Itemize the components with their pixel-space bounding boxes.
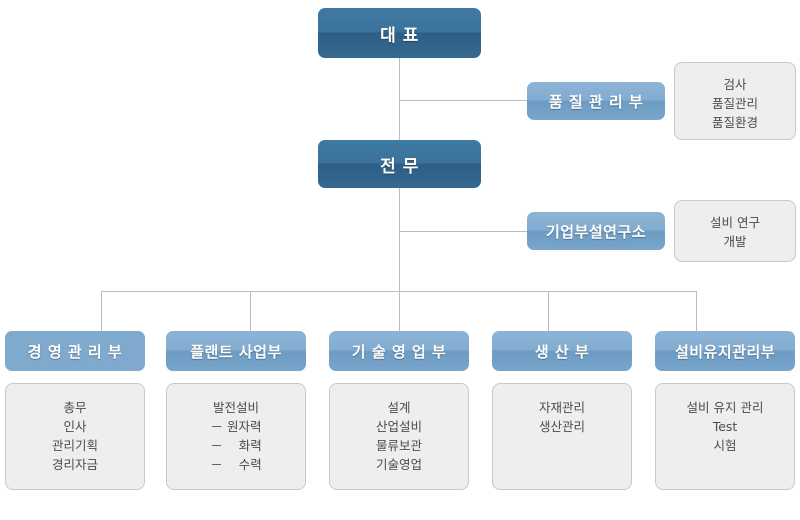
detail-row: 산업설비	[375, 419, 422, 434]
detail-row: 자재관리	[538, 400, 585, 415]
detail-row: 기술영업	[375, 457, 422, 472]
detail-management-admin-dept: 총무 인사 관리기획 경리자금	[5, 383, 145, 490]
detail-row: 생산관리	[538, 419, 585, 434]
connector-drop-dept-4	[548, 291, 549, 331]
node-plant-business-dept[interactable]: 플랜트 사업부	[166, 331, 306, 371]
detail-row: － 수력	[210, 457, 262, 472]
detail-plant-business-dept: 발전설비 － 원자력 － 화력 － 수력	[166, 383, 306, 490]
connector-drop-dept-5	[696, 291, 697, 331]
detail-row: － 원자력	[210, 419, 262, 434]
connector-drop-dept-3	[399, 291, 400, 331]
detail-row: 총무	[63, 400, 87, 415]
detail-row: 시험	[713, 438, 737, 453]
detail-row: 개발	[723, 234, 747, 249]
detail-row: － 화력	[210, 438, 262, 453]
connector-trunk-ceo-to-md	[399, 58, 400, 108]
detail-row: 검사	[723, 77, 747, 92]
detail-row: 물류보관	[375, 438, 422, 453]
detail-row: 품질환경	[711, 115, 758, 130]
node-quality-control-dept[interactable]: 품 질 관 리 부	[527, 82, 665, 120]
node-research-institute[interactable]: 기업부설연구소	[527, 212, 665, 250]
node-facility-maintenance-dept[interactable]: 설비유지관리부	[655, 331, 795, 371]
connector-trunk-md-to-bus	[399, 188, 400, 292]
detail-row: 설비 유지 관리	[686, 400, 764, 415]
detail-row: 경리자금	[51, 457, 98, 472]
detail-row: Test	[712, 419, 738, 434]
detail-row: 설계	[387, 400, 411, 415]
connector-drop-dept-2	[250, 291, 251, 331]
node-managing-director[interactable]: 전 무	[318, 140, 481, 188]
detail-row: 설비 연구	[710, 215, 760, 230]
node-production-dept[interactable]: 생 산 부	[492, 331, 632, 371]
connector-branch-to-research	[399, 231, 527, 232]
detail-row: 발전설비	[212, 400, 259, 415]
node-technical-sales-dept[interactable]: 기 술 영 업 부	[329, 331, 469, 371]
detail-row: 관리기획	[51, 438, 98, 453]
connector-branch-to-quality	[399, 100, 527, 101]
detail-research-institute: 설비 연구 개발	[674, 200, 796, 262]
detail-technical-sales-dept: 설계 산업설비 물류보관 기술영업	[329, 383, 469, 490]
detail-facility-maintenance-dept: 설비 유지 관리 Test 시험	[655, 383, 795, 490]
detail-row: 품질관리	[711, 96, 758, 111]
detail-production-dept: 자재관리 생산관리	[492, 383, 632, 490]
detail-row: 인사	[63, 419, 87, 434]
connector-trunk-ceo-to-md-lower	[399, 100, 400, 141]
connector-drop-dept-1	[101, 291, 102, 331]
detail-quality-control-dept: 검사 품질관리 품질환경	[674, 62, 796, 140]
node-ceo[interactable]: 대 표	[318, 8, 481, 58]
node-management-admin-dept[interactable]: 경 영 관 리 부	[5, 331, 145, 371]
